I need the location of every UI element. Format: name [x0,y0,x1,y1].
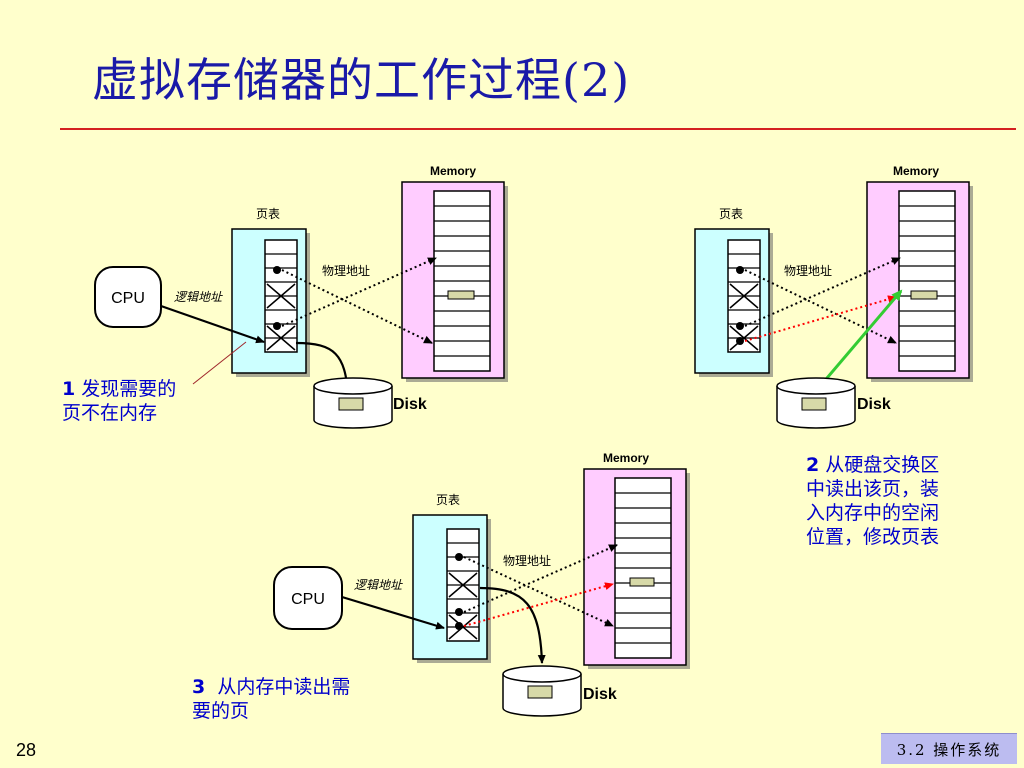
page-table-label: 页表 [256,207,280,221]
memory-label: Memory [893,164,939,178]
step-3-text-line1: 从内存中读出需 [217,676,351,698]
step-1-text-line1: 发现需要的 [81,378,177,400]
step-2-number: 2 [806,454,820,476]
section-tag: 3.2 操作系统 [881,733,1017,764]
step-1-number: 1 [62,378,76,400]
cpu-box [94,266,162,328]
step-1-caption: 1 发现需要的 页不在内存 [62,377,176,425]
memory-label: Memory [430,164,476,178]
slide-title: 虚拟存储器的工作过程(2) [92,53,631,107]
step-2-text-line4: 位置，修改页表 [806,526,940,548]
page-table-label: 页表 [719,207,743,221]
step-2-text-line1: 从硬盘交换区 [825,454,940,476]
logical-address-label: 逻辑地址 [174,290,223,304]
physical-address-label: 物理地址 [784,264,832,278]
title-divider [60,128,1016,130]
disk-label: Disk [583,686,617,703]
memory-page [910,290,938,300]
step-2-text-line3: 入内存中的空闲 [806,502,940,524]
page-table-label: 页表 [436,493,460,507]
cpu-label: CPU [111,290,145,307]
page-number: 28 [16,740,37,760]
physical-address-label: 物理地址 [322,264,370,278]
step-1-text-line2: 页不在内存 [62,402,158,424]
diagram-step-1: Memory 页表 物理地址 CPU 逻辑地址 Disk [94,164,508,429]
step-3-caption: 3 从内存中读出需 要的页 [192,675,350,723]
step-3-number: 3 [192,676,206,698]
disk-label: Disk [393,396,427,413]
memory-page [447,290,475,300]
logical-address-label: 逻辑地址 [354,578,403,592]
diagram-step-3: Memory 页表 物理地址 CPU 逻辑地址 Disk [273,451,690,717]
memory-page [629,577,655,587]
step-3-text-line2: 要的页 [192,700,250,722]
disk-label: Disk [857,396,891,413]
physical-address-label: 物理地址 [503,554,551,568]
memory-label: Memory [603,451,649,465]
step-2-caption: 2 从硬盘交换区 中读出该页，装 入内存中的空闲 位置，修改页表 [806,453,939,549]
step-2-text-line2: 中读出该页，装 [806,478,940,500]
diagram-step-2: Memory 页表 物理地址 Disk [694,164,973,429]
cpu-label: CPU [291,591,325,608]
